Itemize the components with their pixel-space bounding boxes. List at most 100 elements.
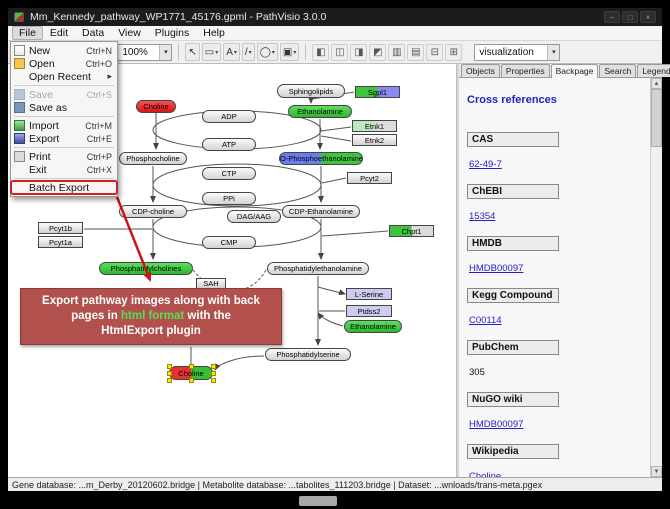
- pathway-node-ethanolamine[interactable]: Ethanolamine: [344, 320, 402, 333]
- pathway-node-pcyt1a[interactable]: Pcyt1a: [38, 236, 83, 248]
- align-center-icon: ◫: [335, 46, 345, 58]
- align-center-button[interactable]: ◫: [331, 43, 349, 61]
- same-width-icon: ⊟: [430, 46, 440, 58]
- menu-item-shortcut: Ctrl+N: [86, 45, 112, 56]
- pathway-node-ppi[interactable]: PPi: [202, 192, 256, 205]
- pathway-node-atp[interactable]: ATP: [202, 138, 256, 151]
- pathway-node-l-serine[interactable]: L-Serine: [346, 288, 392, 300]
- pathway-node-cdp-choline[interactable]: CDP-choline: [119, 205, 187, 218]
- pathway-node-pcyt2[interactable]: Pcyt2: [347, 172, 392, 184]
- pathway-node-cdp-ethanolamine[interactable]: CDP-Ethanolamine: [282, 205, 360, 218]
- chevron-down-icon: ▾: [293, 49, 297, 56]
- tab-backpage[interactable]: Backpage: [550, 64, 599, 78]
- scrollbar-down-icon[interactable]: ▼: [651, 466, 662, 477]
- menubar-item-data[interactable]: Data: [82, 27, 105, 39]
- node-label: Ptdss2: [357, 306, 381, 316]
- panel-splitter[interactable]: [456, 64, 459, 477]
- node-label: Phosphatidylserine: [276, 350, 340, 359]
- sidebar-scrollbar[interactable]: ▲ ▼: [650, 78, 662, 477]
- visualization-select[interactable]: visualization▾: [474, 43, 561, 61]
- xref-value: 305: [469, 367, 485, 378]
- selection-handle[interactable]: [167, 364, 172, 369]
- selection-handle[interactable]: [211, 378, 216, 383]
- pathway-node-sphingolipids[interactable]: Sphingolipids: [277, 84, 345, 98]
- pathway-node-cmp[interactable]: CMP: [202, 236, 256, 249]
- node-label: SAH: [203, 279, 219, 288]
- xref-value[interactable]: HMDB00097: [469, 263, 524, 274]
- menu-item-open-recent[interactable]: Open Recent▸: [11, 70, 117, 83]
- selection-handle[interactable]: [189, 364, 194, 369]
- menubar-item-help[interactable]: Help: [203, 27, 225, 39]
- distribute-horizontal-button[interactable]: ▥: [388, 43, 406, 61]
- selection-handle[interactable]: [211, 371, 216, 376]
- pathway-node-o-phosphoethanolamine[interactable]: O-Phosphoethanolamine: [279, 152, 363, 165]
- pointer-tool-button[interactable]: ↖: [185, 43, 200, 61]
- tab-search[interactable]: Search: [599, 64, 637, 77]
- xref-value[interactable]: 62-49-7: [469, 159, 502, 170]
- xref-value[interactable]: Choline: [469, 471, 502, 477]
- menu-item-batch-export[interactable]: Batch Export: [10, 180, 118, 195]
- pathway-node-chpt1[interactable]: Chpt1: [389, 225, 434, 237]
- import-icon: [14, 120, 25, 131]
- zoom-select[interactable]: 100%▾: [117, 43, 173, 61]
- pathway-node-etnk1[interactable]: Etnk1: [352, 120, 397, 132]
- align-top-button[interactable]: ◩: [369, 43, 387, 61]
- menubar-item-edit[interactable]: Edit: [49, 27, 69, 39]
- menu-item-save-as[interactable]: Save as: [11, 101, 117, 114]
- selection-handle[interactable]: [189, 378, 194, 383]
- pathway-node-adp[interactable]: ADP: [202, 110, 256, 123]
- maximize-button[interactable]: □: [622, 11, 638, 23]
- xref-value[interactable]: HMDB00097: [469, 419, 524, 430]
- scrollbar-up-icon[interactable]: ▲: [651, 78, 662, 89]
- label-tool-button[interactable]: A▾: [223, 43, 240, 61]
- menubar-item-file[interactable]: File: [12, 26, 43, 40]
- node-label: Phosphatidylcholines: [110, 264, 182, 273]
- pathway-node-etnk2[interactable]: Etnk2: [352, 134, 397, 146]
- align-right-button[interactable]: ◨: [350, 43, 368, 61]
- tab-legend[interactable]: Legend: [637, 64, 670, 77]
- blank-icon: [14, 164, 25, 175]
- menubar-item-view[interactable]: View: [118, 27, 141, 39]
- pathway-node-phosphatidylcholines[interactable]: Phosphatidylcholines: [99, 262, 193, 275]
- pathway-node-pcyt1b[interactable]: Pcyt1b: [38, 222, 83, 234]
- menu-item-shortcut: Ctrl+M: [85, 120, 112, 131]
- pathway-node-choline[interactable]: Choline: [167, 364, 216, 383]
- same-width-button[interactable]: ⊟: [426, 43, 444, 61]
- pathway-node-phosphatidylethanolamine[interactable]: Phosphatidylethanolamine: [267, 262, 369, 275]
- xref-value[interactable]: 15354: [469, 211, 496, 222]
- xref-value[interactable]: C00114: [469, 315, 502, 326]
- pathway-node-ethanolamine[interactable]: Ethanolamine: [288, 105, 352, 118]
- line-tool-button[interactable]: /▾: [241, 43, 255, 61]
- distribute-vertical-button[interactable]: ▤: [407, 43, 425, 61]
- pathway-node-ctp[interactable]: CTP: [202, 167, 256, 180]
- pathway-node-sgpl1[interactable]: Sgpl1: [355, 86, 400, 98]
- same-height-button[interactable]: ⊞: [445, 43, 463, 61]
- menubar-item-plugins[interactable]: Plugins: [154, 27, 190, 39]
- scrollbar-thumb[interactable]: [651, 89, 662, 147]
- pathway-node-dag-aag[interactable]: DAG/AAG: [227, 210, 281, 223]
- minimize-button[interactable]: –: [604, 11, 620, 23]
- selection-handle[interactable]: [167, 378, 172, 383]
- pathway-node-ptdss2[interactable]: Ptdss2: [346, 305, 392, 317]
- align-left-button[interactable]: ◧: [312, 43, 330, 61]
- pathway-node-choline[interactable]: Choline: [136, 100, 176, 113]
- pathway-node-phosphatidylserine[interactable]: Phosphatidylserine: [265, 348, 351, 361]
- datanode-tool-button[interactable]: ▭▾: [201, 43, 222, 61]
- selection-handle[interactable]: [167, 371, 172, 376]
- tab-objects[interactable]: Objects: [461, 64, 500, 77]
- export-icon: [14, 133, 25, 144]
- pathway-node-phosphocholine[interactable]: Phosphocholine: [119, 152, 187, 165]
- tab-properties[interactable]: Properties: [500, 64, 550, 77]
- shape-tool-button[interactable]: ◯▾: [256, 43, 278, 61]
- close-button[interactable]: ×: [640, 11, 656, 23]
- template-tool-button[interactable]: ▣▾: [279, 43, 300, 61]
- selection-handle[interactable]: [211, 364, 216, 369]
